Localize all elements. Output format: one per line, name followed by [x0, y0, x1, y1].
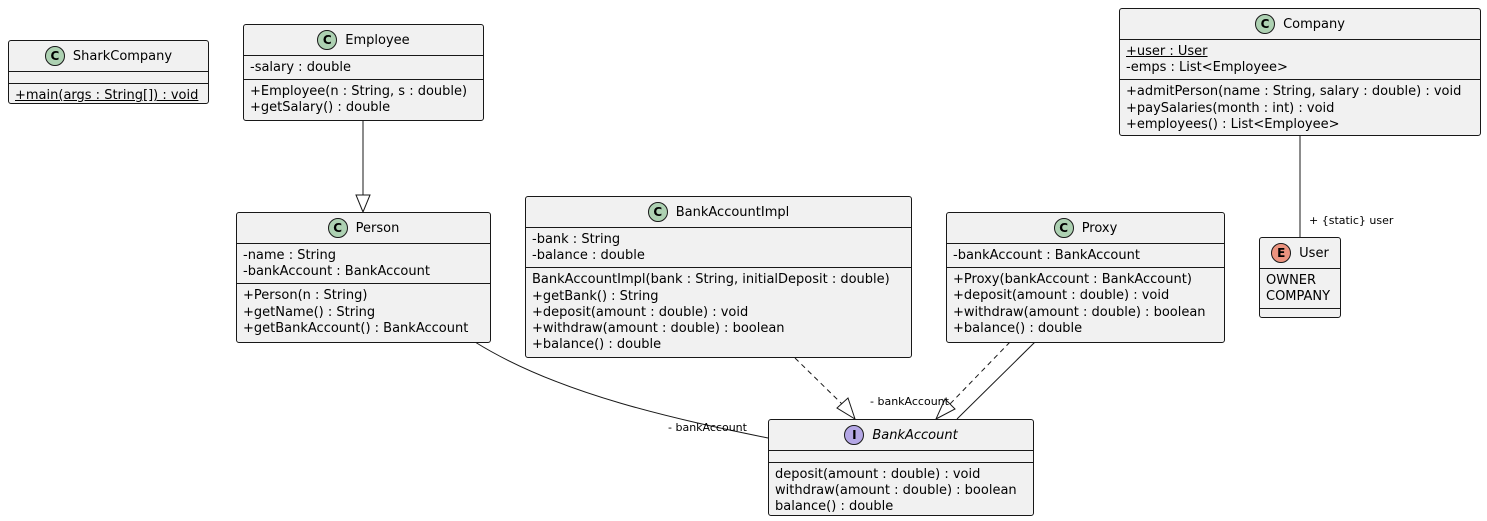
method: +withdraw(amount : double) : boolean — [532, 321, 785, 337]
bankaccountimpl-implements-edge — [794, 357, 843, 405]
interface-bankaccount[interactable]: I BankAccount deposit(amount : double) :… — [768, 419, 1034, 516]
enum-user[interactable]: E User OWNER COMPANY — [1259, 237, 1341, 318]
field: -balance : double — [532, 248, 645, 264]
class-name: Company — [1283, 16, 1345, 32]
enum-stereotype-icon: E — [1271, 243, 1292, 263]
methods-section: +Proxy(bankAccount : BankAccount) +depos… — [947, 268, 1224, 340]
fields-section: -name : String -bankAccount : BankAccoun… — [237, 244, 490, 285]
method: +main(args : String[]) : void — [15, 88, 199, 103]
field: -salary : double — [250, 60, 351, 75]
class-stereotype-icon: C — [317, 30, 338, 50]
field: -emps : List<Employee> — [1126, 60, 1288, 76]
methods-section — [1260, 309, 1340, 320]
method: balance() : double — [775, 499, 894, 515]
method: +getSalary() : double — [250, 100, 391, 116]
methods-section: +main(args : String[]) : void — [9, 84, 208, 107]
enum-constants-section: OWNER COMPANY — [1260, 269, 1340, 310]
class-stereotype-icon: C — [1255, 14, 1276, 34]
enum-constant: COMPANY — [1266, 289, 1331, 305]
methods-section: +Person(n : String) +getName() : String … — [237, 284, 490, 340]
method: +Person(n : String) — [243, 288, 368, 304]
class-header: C SharkCompany — [9, 41, 208, 72]
method: +withdraw(amount : double) : boolean — [953, 304, 1206, 320]
class-stereotype-icon: C — [44, 46, 65, 66]
interface-stereotype-icon: I — [844, 425, 865, 445]
method: +getBank() : String — [532, 288, 659, 304]
proxy-implements-edge — [949, 341, 1011, 405]
method: BankAccountImpl(bank : String, initialDe… — [532, 272, 890, 288]
class-header: C Employee — [244, 25, 483, 56]
fields-section: -bankAccount : BankAccount — [947, 244, 1224, 269]
class-name: BankAccount — [872, 427, 958, 443]
method: +employees() : List<Employee> — [1126, 116, 1340, 132]
method: +Proxy(bankAccount : BankAccount) — [953, 272, 1192, 288]
class-name: Person — [355, 220, 400, 236]
class-stereotype-icon: C — [647, 202, 668, 222]
class-stereotype-icon: C — [1053, 218, 1074, 238]
field: -name : String — [243, 248, 336, 263]
generalization-arrowhead — [355, 194, 371, 214]
field: -bank : String — [532, 232, 621, 247]
methods-section: deposit(amount : double) : void withdraw… — [769, 463, 1033, 519]
class-name: SharkCompany — [72, 48, 173, 64]
person-bankaccount-association-edge — [474, 341, 769, 439]
realization-arrowhead — [836, 397, 856, 421]
class-bankaccountimpl[interactable]: C BankAccountImpl -bank : String -balanc… — [525, 196, 912, 358]
class-header: C Proxy — [947, 213, 1224, 244]
edge-label-company-user: + {static} user — [1309, 214, 1394, 227]
fields-section — [769, 451, 1033, 463]
method: +deposit(amount : double) : void — [953, 288, 1170, 304]
method: +balance() : double — [532, 337, 662, 353]
methods-section: BankAccountImpl(bank : String, initialDe… — [526, 268, 911, 356]
method: +getBankAccount() : BankAccount — [243, 320, 469, 336]
field: -bankAccount : BankAccount — [243, 264, 430, 280]
field: +user : User — [1126, 44, 1208, 59]
method: +getName() : String — [243, 304, 376, 320]
methods-section: +Employee(n : String, s : double) +getSa… — [244, 80, 483, 119]
fields-section: -bank : String -balance : double — [526, 228, 911, 269]
method: +admitPerson(name : String, salary : dou… — [1126, 84, 1462, 100]
class-employee[interactable]: C Employee -salary : double +Employee(n … — [243, 24, 484, 121]
proxy-bankaccount-association-edge — [956, 341, 1036, 420]
class-header: C BankAccountImpl — [526, 197, 911, 228]
edge-label-proxy-bankaccount: - bankAccount — [870, 395, 949, 408]
class-header: C Company — [1120, 9, 1480, 40]
class-header: C Person — [237, 213, 490, 244]
class-name: User — [1299, 245, 1329, 261]
class-header: E User — [1260, 238, 1340, 269]
fields-section: +user : User -emps : List<Employee> — [1120, 40, 1480, 81]
class-sharkcompany[interactable]: C SharkCompany +main(args : String[]) : … — [8, 40, 209, 104]
methods-section: +admitPerson(name : String, salary : dou… — [1120, 80, 1480, 136]
class-person[interactable]: C Person -name : String -bankAccount : B… — [236, 212, 491, 343]
enum-constant: OWNER — [1266, 273, 1317, 288]
method: withdraw(amount : double) : boolean — [775, 483, 1017, 499]
method: +paySalaries(month : int) : void — [1126, 100, 1335, 116]
edge-label-person-bankaccount: - bankAccount — [668, 421, 747, 434]
realization-arrowhead — [934, 398, 956, 421]
class-name: Employee — [345, 32, 410, 48]
class-company[interactable]: C Company +user : User -emps : List<Empl… — [1119, 8, 1481, 136]
class-header: I BankAccount — [769, 420, 1033, 451]
class-name: BankAccountImpl — [675, 204, 790, 220]
method: deposit(amount : double) : void — [775, 467, 981, 482]
fields-section: -salary : double — [244, 56, 483, 81]
fields-section — [9, 72, 208, 84]
class-name: Proxy — [1081, 220, 1118, 236]
class-proxy[interactable]: C Proxy -bankAccount : BankAccount +Prox… — [946, 212, 1225, 343]
field: -bankAccount : BankAccount — [953, 248, 1140, 263]
class-stereotype-icon: C — [327, 218, 348, 238]
method: +Employee(n : String, s : double) — [250, 84, 468, 100]
method: +balance() : double — [953, 320, 1083, 336]
method: +deposit(amount : double) : void — [532, 304, 749, 320]
